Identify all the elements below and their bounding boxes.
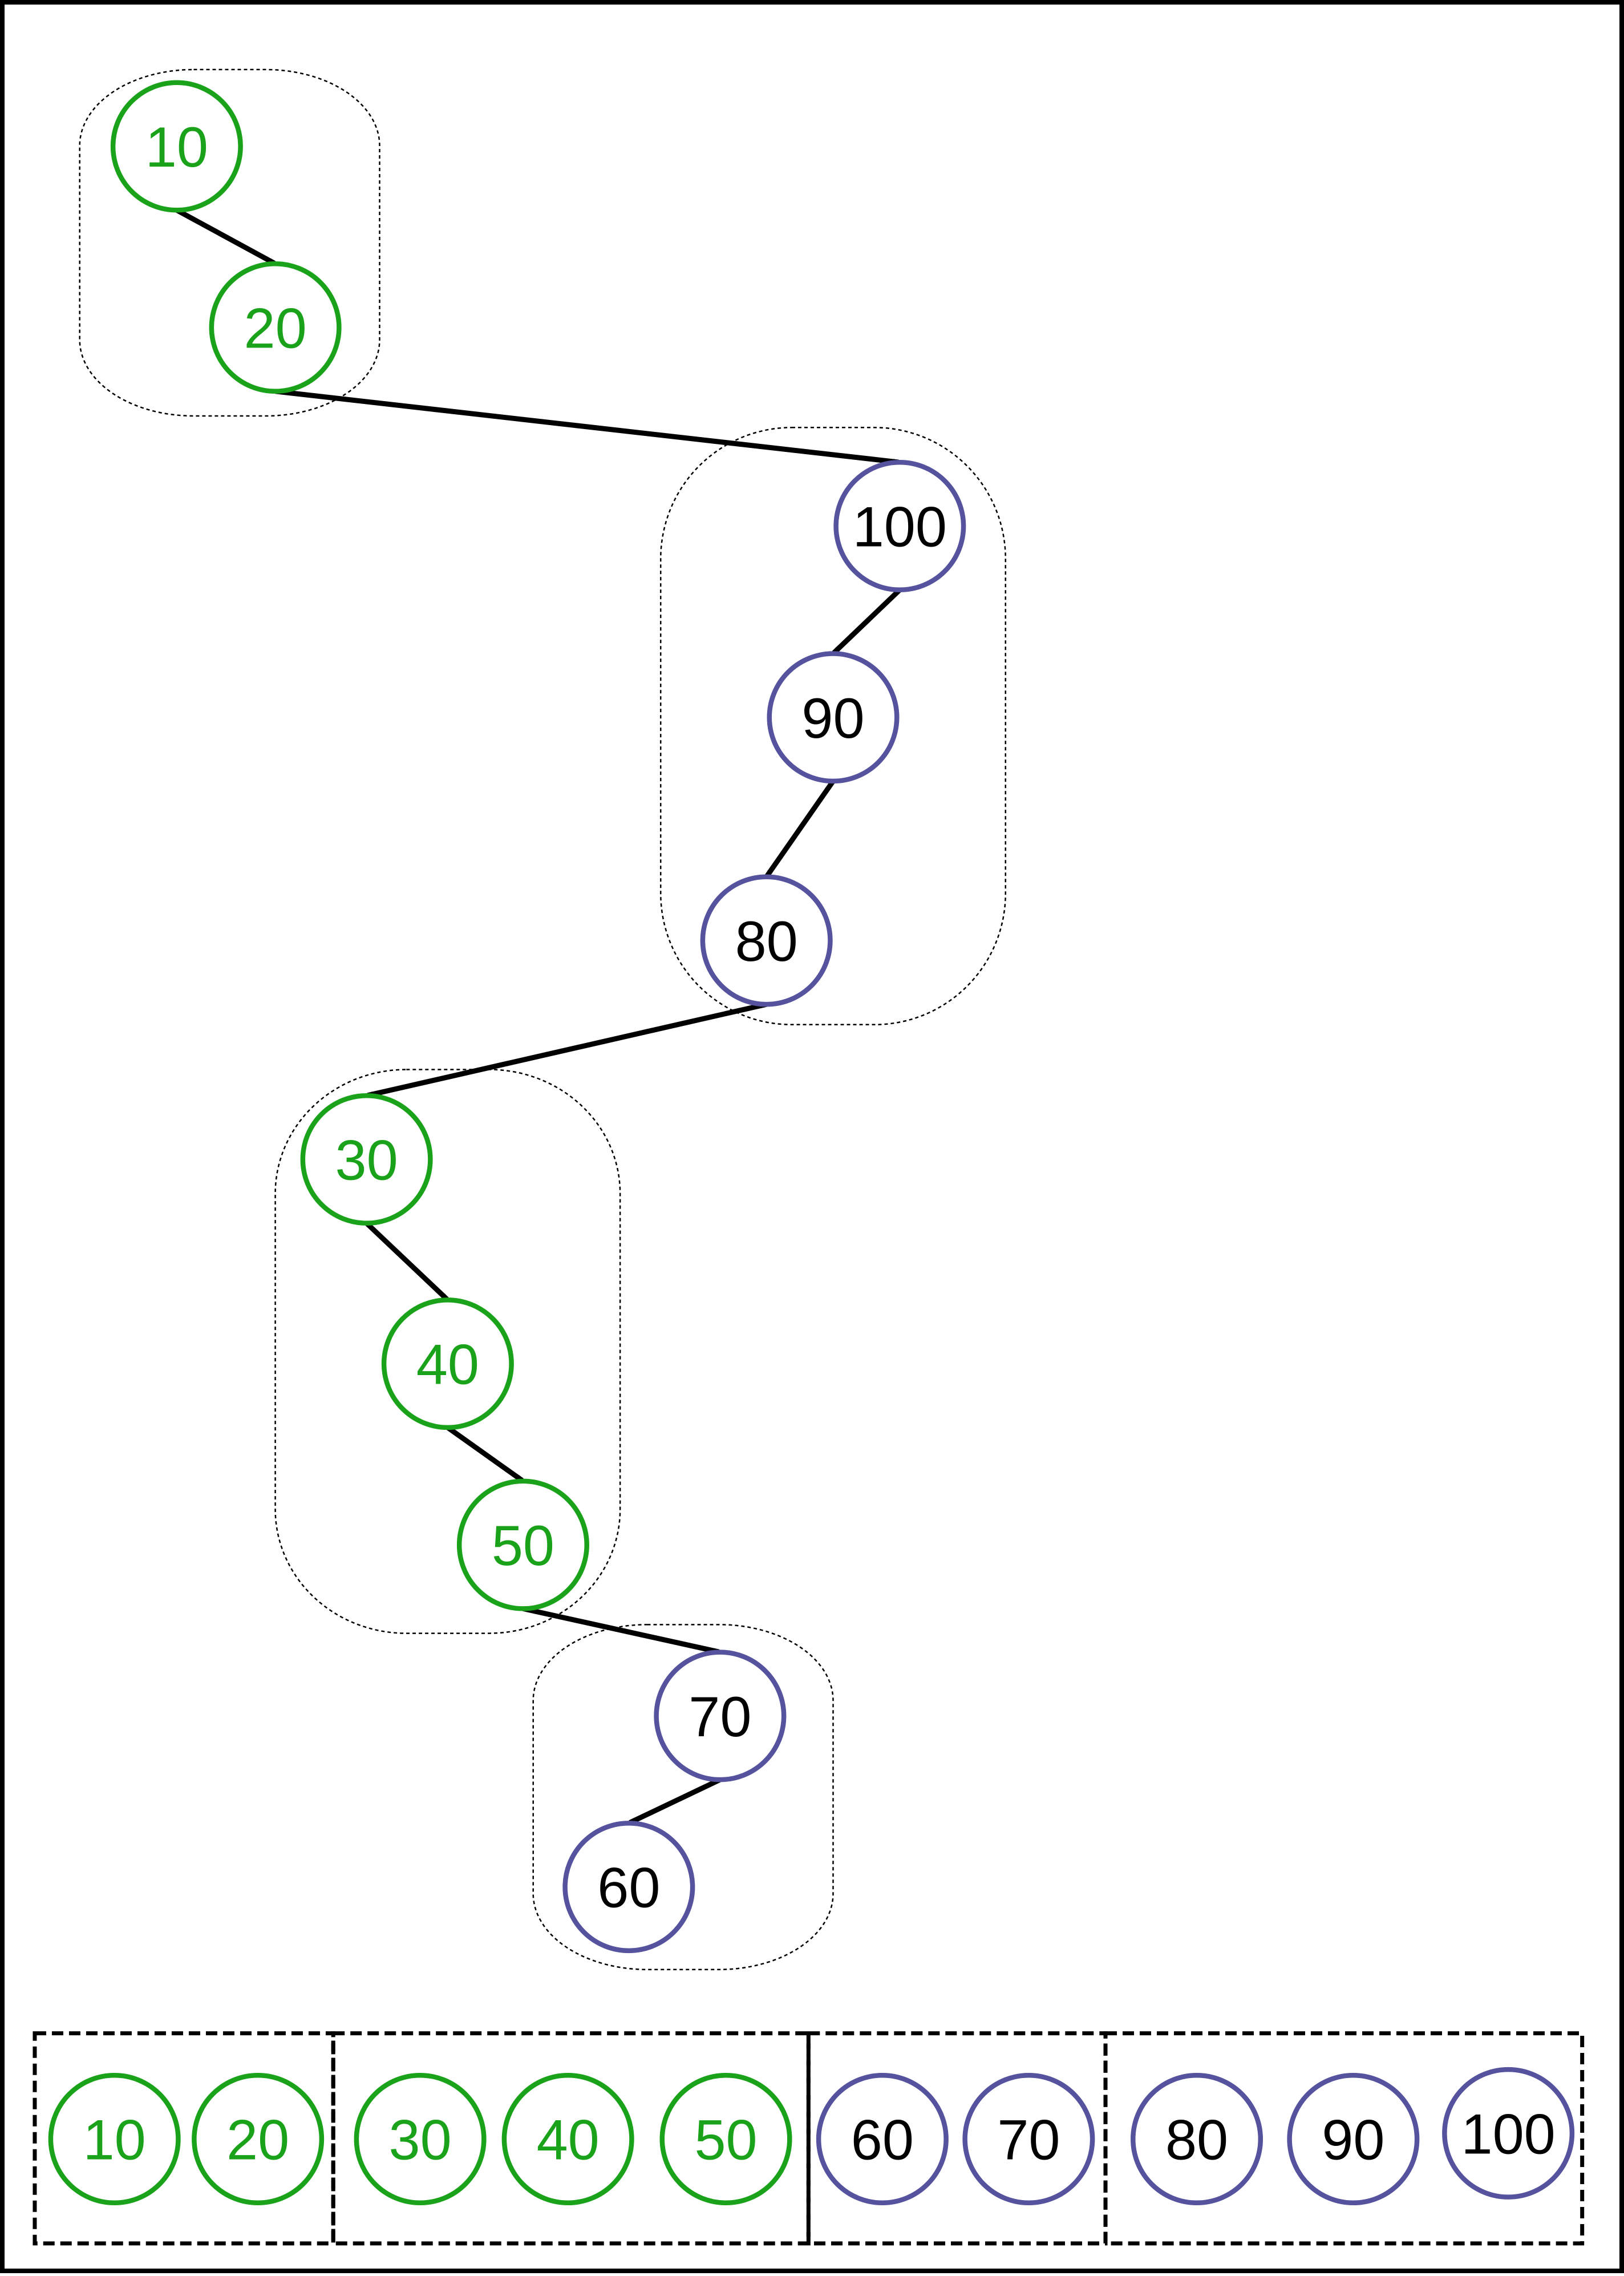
sorted-node-label: 40 — [537, 2108, 600, 2172]
chain-edge — [446, 1425, 524, 1483]
run-group-outline — [532, 1624, 834, 1971]
sorted-node-circle — [1287, 2073, 1420, 2206]
sorted-node-circle — [48, 2073, 181, 2206]
chain-node-circle — [209, 261, 342, 394]
sorted-node-circle — [1442, 2067, 1575, 2200]
sorted-node-label: 70 — [997, 2108, 1060, 2172]
nodes-layer: 10 20 100 90 80 30 40 50 70 60 — [110, 80, 966, 1954]
sorted-node-circle — [354, 2073, 487, 2206]
sorted-node-circle — [192, 2073, 325, 2206]
chain-node-label: 80 — [735, 909, 798, 973]
chain-edge — [275, 389, 900, 465]
chain-edge — [365, 1221, 449, 1301]
sorted-node-label: 100 — [1461, 2102, 1556, 2165]
chain-node-label: 30 — [335, 1129, 398, 1192]
chain-edge — [175, 208, 276, 266]
sorted-node-label: 80 — [1165, 2108, 1228, 2172]
sorted-node-circle — [501, 2073, 634, 2206]
chain-node-circle — [833, 460, 966, 593]
edges-layer — [175, 208, 902, 1825]
chain-node-label: 60 — [597, 1856, 660, 1919]
chain-node-circle — [654, 1650, 787, 1782]
chain-node-circle — [562, 1821, 695, 1954]
run-group-outline — [79, 68, 380, 417]
chain-node-label: 50 — [492, 1514, 554, 1577]
chain-node-label: 10 — [145, 115, 208, 179]
sorted-node-label: 10 — [83, 2108, 146, 2172]
chain-edge — [832, 588, 902, 655]
sorted-node-circle — [1131, 2073, 1263, 2206]
sorted-node-label: 50 — [694, 2108, 757, 2172]
chain-edge — [367, 1001, 767, 1098]
chain-node-label: 70 — [689, 1685, 751, 1748]
chain-edge — [765, 779, 836, 878]
chain-node-label: 20 — [244, 297, 307, 360]
chain-node-label: 90 — [801, 686, 864, 750]
sorted-node-label: 30 — [389, 2108, 452, 2172]
sorted-node-label: 60 — [851, 2108, 914, 2172]
sorted-run-box — [1103, 2031, 1585, 2246]
sorted-node-circle — [962, 2073, 1095, 2206]
chain-node-circle — [456, 1478, 589, 1611]
chain-node-circle — [381, 1297, 514, 1430]
sorted-node-circle — [816, 2073, 949, 2206]
chain-edge — [629, 1777, 722, 1825]
chain-node-circle — [767, 651, 900, 784]
chain-node-circle — [700, 874, 833, 1007]
sorted-run-box — [33, 2031, 335, 2246]
sorted-node-label: 20 — [226, 2108, 289, 2172]
chain-node-label: 40 — [416, 1333, 479, 1396]
sorted-node-label: 90 — [1322, 2108, 1384, 2172]
groups-layer — [79, 68, 1007, 1971]
sorted-node-circle — [659, 2073, 792, 2206]
chain-edge — [522, 1606, 720, 1655]
chain-node-label: 100 — [853, 495, 947, 559]
chain-node-circle — [110, 80, 243, 213]
sorted-row: 10 20 30 40 50 60 70 80 90 100 — [33, 2031, 1585, 2246]
run-group-outline — [274, 1069, 621, 1634]
chain-node-circle — [300, 1093, 433, 1226]
